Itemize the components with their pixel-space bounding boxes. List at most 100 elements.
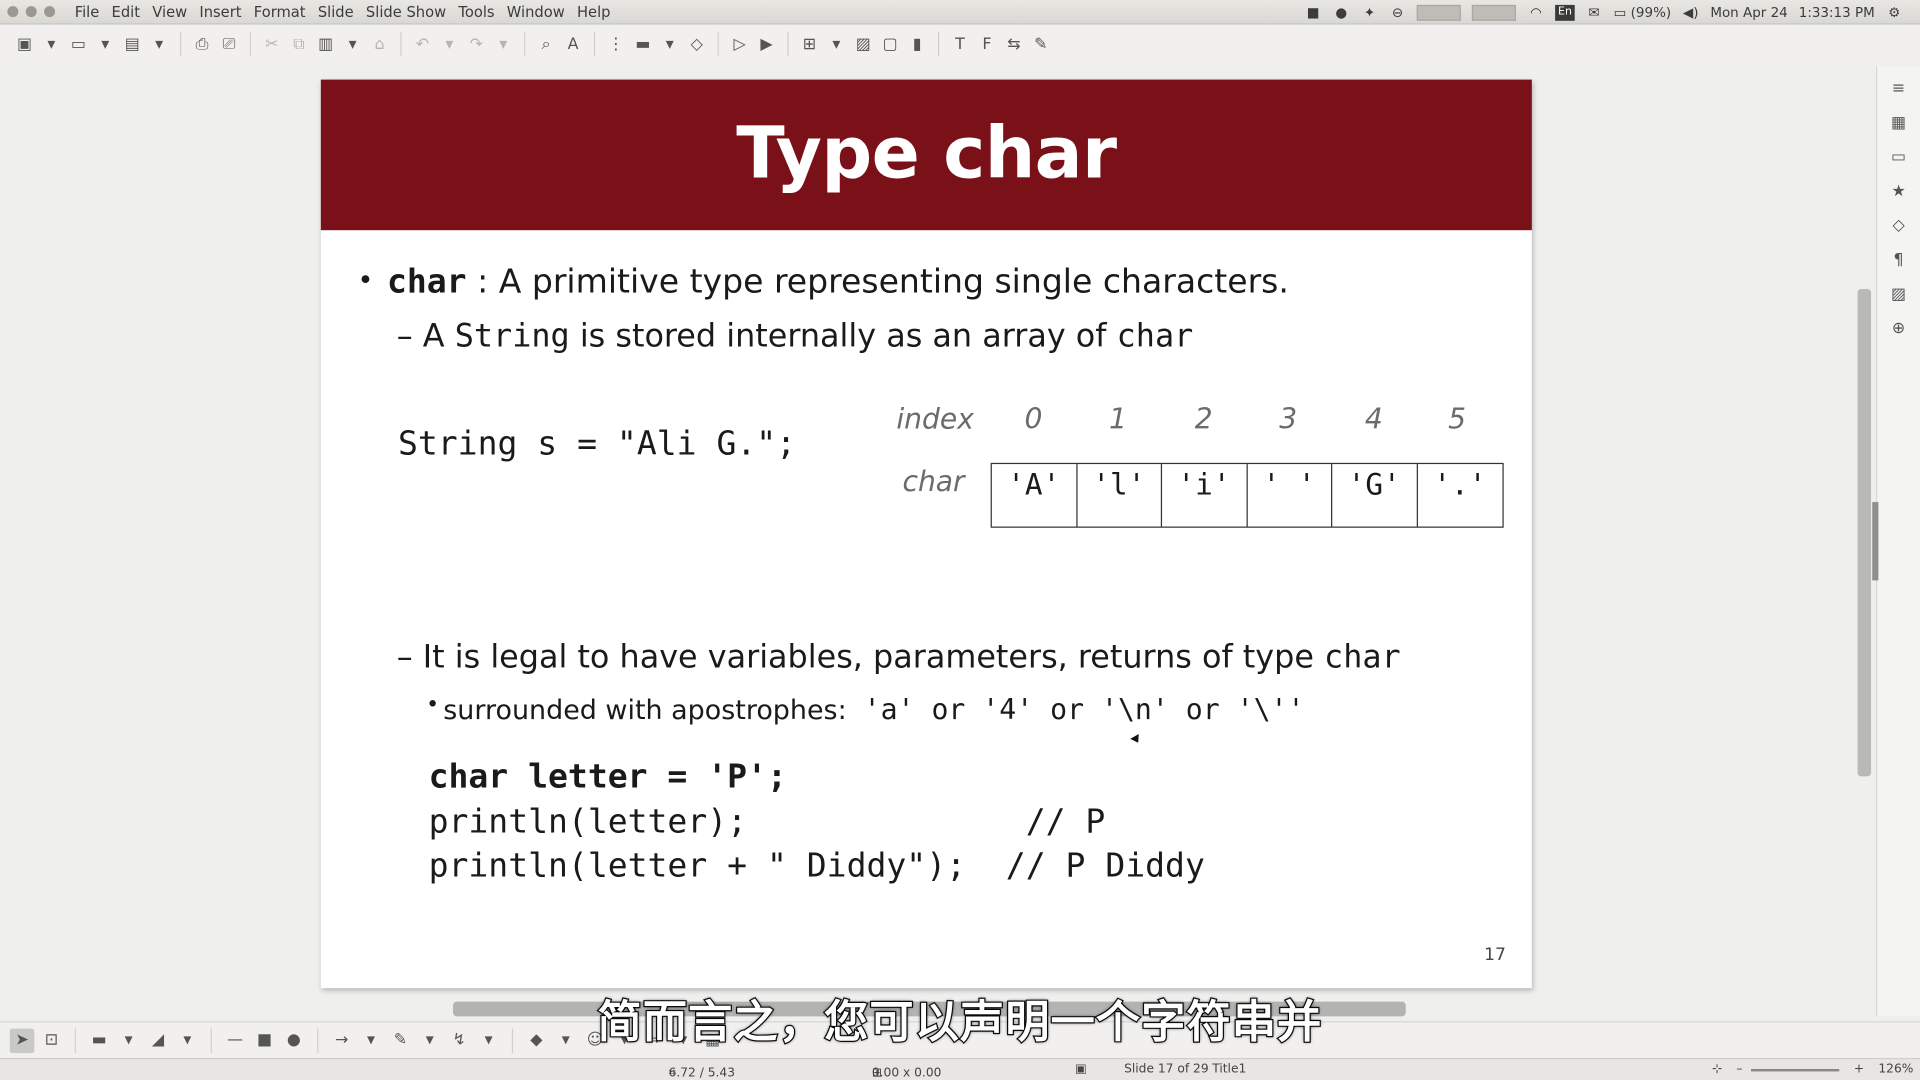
battery-indicator[interactable]: ▭ (99%): [1614, 4, 1671, 20]
block-arrows-icon[interactable]: ⇔: [647, 1031, 661, 1050]
slide-transition-icon[interactable]: ▦: [1891, 113, 1907, 132]
rectangle-tool-icon[interactable]: ■: [256, 1031, 273, 1050]
flowchart-icon[interactable]: ▦: [705, 1031, 721, 1050]
gallery-icon[interactable]: ▨: [1891, 284, 1907, 304]
zoom-level[interactable]: 126%: [1878, 1062, 1914, 1077]
zoom-in-button[interactable]: +: [1853, 1062, 1865, 1077]
memory-indicator[interactable]: [1472, 4, 1517, 21]
fill-color-icon[interactable]: ◢: [151, 1031, 165, 1050]
vertical-scrollbar[interactable]: [1857, 288, 1872, 777]
dropdown-chevron-icon[interactable]: ▾: [679, 1031, 688, 1050]
dropdown-chevron-icon[interactable]: ▾: [665, 34, 674, 54]
styles-icon[interactable]: ¶: [1893, 250, 1904, 269]
wifi-icon[interactable]: ◠: [1530, 4, 1542, 21]
fit-slide-icon[interactable]: ⊹: [1711, 1062, 1723, 1077]
navigator-icon[interactable]: ⊕: [1891, 318, 1906, 338]
maximize-window-icon[interactable]: [44, 6, 56, 18]
insert-fontwork-icon[interactable]: F: [982, 34, 992, 54]
dropdown-chevron-icon[interactable]: ▾: [101, 34, 110, 54]
string-declaration-code[interactable]: String s = "Ali G.";: [397, 424, 797, 463]
copy-icon[interactable]: ⧉: [293, 34, 305, 54]
find-replace-icon[interactable]: ⌕: [541, 34, 551, 54]
menu-edit[interactable]: Edit: [111, 3, 141, 21]
open-folder-icon[interactable]: ▭: [70, 34, 86, 54]
slide-title[interactable]: Type char: [736, 111, 1117, 195]
print-icon[interactable]: ⎚: [222, 34, 236, 54]
dropdown-chevron-icon[interactable]: ▾: [348, 34, 357, 54]
save-icon[interactable]: ▤: [124, 34, 140, 54]
insert-table-icon[interactable]: ⊞: [802, 34, 817, 54]
basic-shapes-icon[interactable]: ◆: [530, 1031, 543, 1050]
menu-slide[interactable]: Slide: [317, 3, 354, 21]
dropdown-chevron-icon[interactable]: ▾: [155, 34, 164, 54]
dropdown-chevron-icon[interactable]: ▾: [367, 1031, 376, 1050]
insert-chart-icon[interactable]: ▮: [912, 34, 922, 54]
display-views-icon[interactable]: ▬: [635, 34, 651, 54]
dropdown-chevron-icon[interactable]: ▾: [620, 1031, 629, 1050]
clone-formatting-icon[interactable]: ⌂: [374, 34, 385, 54]
keyboard-layout-indicator[interactable]: En: [1555, 4, 1575, 21]
sub-bullet-string-array[interactable]: – A String is stored internally as an ar…: [397, 318, 1194, 355]
mail-icon[interactable]: ✉: [1588, 4, 1600, 21]
slide-canvas[interactable]: Type char • char : A primitive type repr…: [320, 79, 1532, 989]
menu-window[interactable]: Window: [506, 3, 565, 21]
start-from-first-slide-icon[interactable]: ▷: [733, 34, 746, 54]
close-window-icon[interactable]: [7, 6, 19, 18]
date-display[interactable]: Mon Apr 24: [1710, 4, 1788, 21]
animation-icon[interactable]: ▭: [1891, 147, 1907, 166]
master-slide-icon[interactable]: ◇: [690, 34, 703, 54]
bullet-char-definition[interactable]: • char : A primitive type representing s…: [358, 263, 1289, 301]
sync-icon[interactable]: ●: [1335, 4, 1348, 21]
horizontal-scrollbar[interactable]: [453, 1001, 1406, 1017]
sub-bullet-char-legal[interactable]: – It is legal to have variables, paramet…: [397, 639, 1401, 676]
curve-tool-icon[interactable]: ✎: [393, 1031, 408, 1050]
char-array-table[interactable]: 'A' 'l' 'i' ' ' 'G' '.': [990, 462, 1504, 528]
dropdown-chevron-icon[interactable]: ▾: [499, 34, 508, 54]
sidebar-resize-handle[interactable]: [1872, 502, 1879, 581]
paste-icon[interactable]: ▥: [318, 34, 334, 54]
line-color-icon[interactable]: ▬: [91, 1031, 107, 1050]
dropdown-chevron-icon[interactable]: ▾: [183, 1031, 192, 1050]
dropdown-chevron-icon[interactable]: ▾: [484, 1031, 493, 1050]
ellipse-tool-icon[interactable]: ●: [286, 1031, 301, 1050]
cut-icon[interactable]: ✂: [265, 34, 279, 54]
custom-animation-star-icon[interactable]: ★: [1891, 181, 1906, 201]
select-arrow-icon[interactable]: ➤: [9, 1027, 35, 1053]
start-from-current-slide-icon[interactable]: ▶: [760, 34, 773, 54]
insert-media-icon[interactable]: ▢: [882, 34, 898, 54]
export-pdf-icon[interactable]: ⎙: [195, 34, 209, 54]
menu-help[interactable]: Help: [577, 3, 611, 21]
menu-slide-show[interactable]: Slide Show: [365, 3, 447, 21]
dropdown-chevron-icon[interactable]: ▾: [561, 1031, 570, 1050]
minimize-window-icon[interactable]: [25, 6, 37, 18]
dropdown-chevron-icon[interactable]: ▾: [445, 34, 454, 54]
insert-text-box-icon[interactable]: T: [955, 34, 965, 54]
zoom-pan-icon[interactable]: ⊡: [44, 1031, 59, 1050]
dropdown-chevron-icon[interactable]: ▾: [124, 1031, 133, 1050]
line-tool-icon[interactable]: —: [227, 1031, 244, 1050]
menu-file[interactable]: File: [74, 3, 100, 21]
new-presentation-icon[interactable]: ▣: [16, 34, 33, 54]
properties-icon[interactable]: ≡: [1891, 78, 1906, 98]
dropbox-icon[interactable]: ✦: [1363, 4, 1376, 21]
redo-icon[interactable]: ↷: [469, 34, 484, 54]
menu-view[interactable]: View: [152, 3, 188, 21]
cpu-indicator[interactable]: [1417, 4, 1462, 21]
document-modified-icon[interactable]: ▣: [1075, 1062, 1087, 1077]
zoom-slider[interactable]: [1751, 1068, 1840, 1072]
char-code-example[interactable]: char letter = 'P'; println(letter); // P…: [429, 756, 1205, 890]
connector-tool-icon[interactable]: ↯: [452, 1031, 466, 1050]
menu-format[interactable]: Format: [253, 3, 306, 21]
symbol-shapes-icon[interactable]: ☺: [586, 1031, 604, 1050]
grid-icon[interactable]: ⋮: [607, 34, 624, 54]
no-entry-icon[interactable]: ⊖: [1392, 4, 1404, 21]
menu-tools[interactable]: Tools: [458, 3, 495, 21]
zoom-out-button[interactable]: –: [1736, 1062, 1743, 1077]
insert-image-icon[interactable]: ▨: [855, 34, 871, 54]
dropdown-chevron-icon[interactable]: ▾: [425, 1031, 434, 1050]
spelling-icon[interactable]: A: [567, 34, 579, 54]
dropdown-chevron-icon[interactable]: ▾: [47, 34, 56, 54]
master-slides-icon[interactable]: ◇: [1892, 216, 1905, 235]
menu-insert[interactable]: Insert: [199, 3, 242, 21]
arrow-line-icon[interactable]: →: [334, 1031, 349, 1050]
